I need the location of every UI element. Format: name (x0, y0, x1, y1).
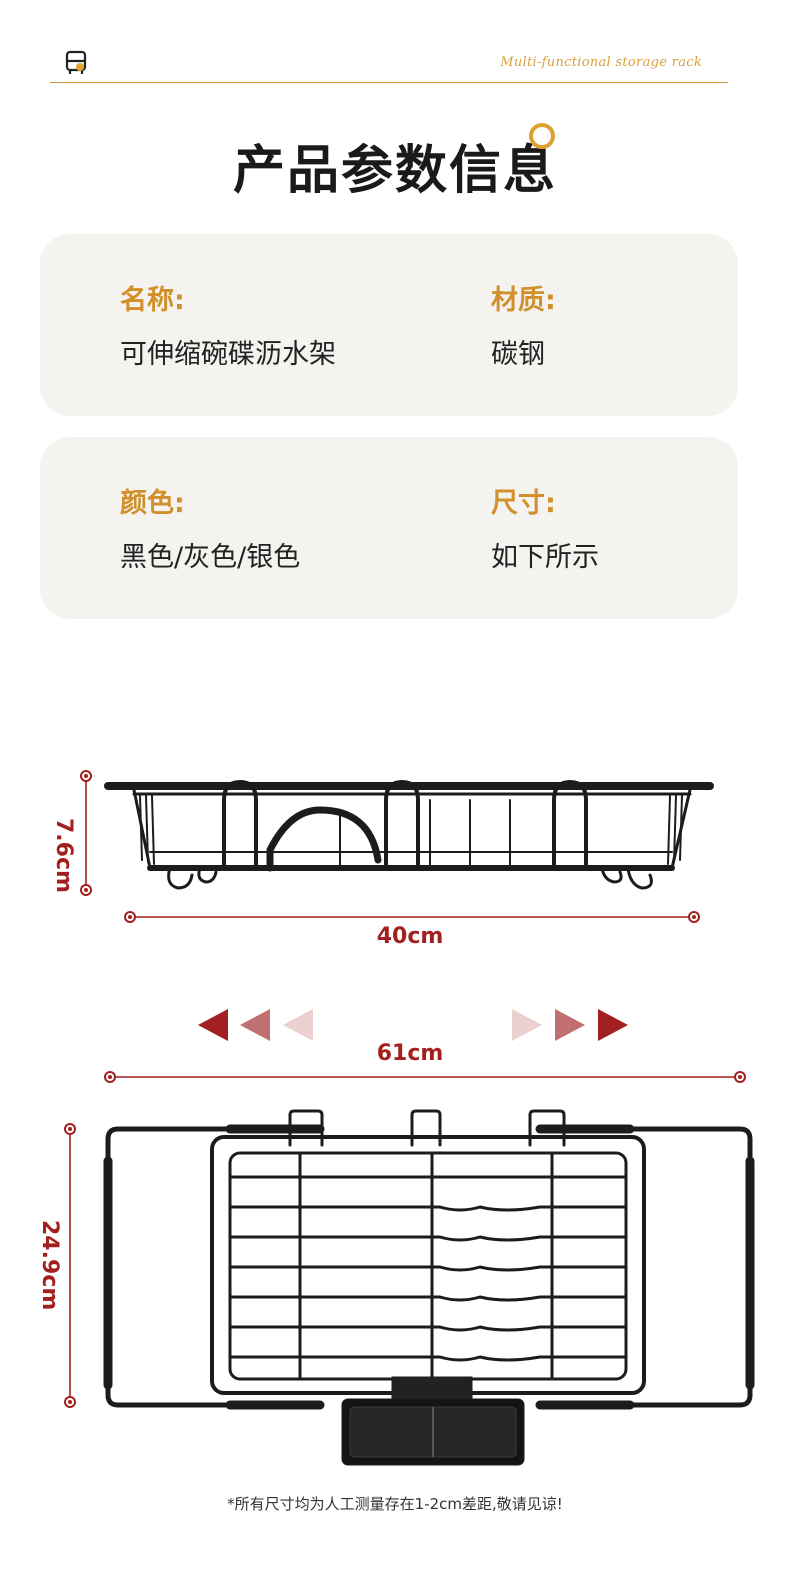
material-label: 材质: (491, 285, 556, 316)
arrow-right-icon (512, 1009, 542, 1041)
rack-top-view (103, 1109, 755, 1410)
arrow-left-icon (283, 1009, 313, 1041)
name-label: 名称: (120, 285, 185, 316)
name-value: 可伸缩碗碟沥水架 (120, 339, 336, 370)
arrow-right-icon (555, 1009, 585, 1041)
arrow-left-icon (198, 1009, 228, 1041)
rack-side-view (104, 779, 714, 890)
material-value: 碳钢 (491, 339, 545, 370)
measurement-note: *所有尺寸均为人工测量存在1-2cm差距,敬请见谅! (227, 1495, 563, 1513)
spec-card-name-material: 名称: 可伸缩碗碟沥水架 材质: 碳钢 (40, 234, 738, 416)
cutlery-holder (341, 1376, 525, 1466)
arrow-left-icon (240, 1009, 270, 1041)
color-value: 黑色/灰色/银色 (120, 542, 301, 573)
size-value: 如下所示 (491, 542, 599, 573)
color-label: 颜色: (120, 488, 185, 519)
arrow-right-icon (598, 1009, 628, 1041)
page-title: 产品参数信息 (232, 141, 557, 201)
rack-logo-icon (65, 50, 87, 74)
header-tagline: Multi-functional storage rack (500, 55, 702, 70)
width-dimension-label: 40cm (376, 924, 444, 949)
top-view-diagram (64, 1071, 755, 1466)
title-ring-decoration (529, 123, 555, 149)
extension-arrows (198, 1009, 628, 1041)
spec-card-color-size: 颜色: 黑色/灰色/银色 尺寸: 如下所示 (40, 437, 738, 619)
depth-dimension-label: 24.9cm (37, 1220, 62, 1311)
size-label: 尺寸: (491, 488, 556, 519)
side-view-diagram (80, 770, 714, 923)
header-divider (50, 82, 728, 83)
extended-width-label: 61cm (376, 1041, 444, 1066)
height-dimension-label: 7.6cm (51, 818, 76, 893)
